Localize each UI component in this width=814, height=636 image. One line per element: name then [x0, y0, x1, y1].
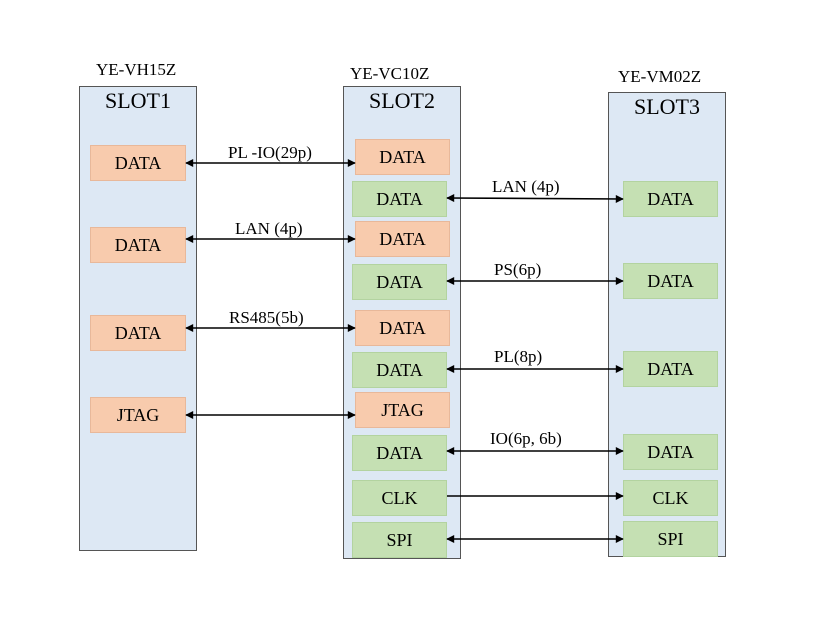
- slot2-port-data-1: DATA: [355, 139, 450, 175]
- slot1-port-data-3: DATA: [90, 315, 186, 351]
- slot2-port-data-5: DATA: [355, 310, 450, 346]
- slot2-port-spi: SPI: [352, 522, 447, 558]
- link-lan-right-label: LAN (4p): [492, 177, 560, 196]
- slot2-port-data-6: DATA: [352, 352, 447, 388]
- slot3-port-spi: SPI: [623, 521, 718, 557]
- slot1-model-label: YE-VH15Z: [96, 60, 177, 79]
- link-lan-right-arrow: [446, 194, 624, 203]
- slot3-model-label: YE-VM02Z: [618, 67, 702, 86]
- link-ps-label: PS(6p): [494, 260, 542, 279]
- link-lan-left-label: LAN (4p): [235, 219, 303, 238]
- slot3-port-data-2: DATA: [623, 263, 718, 299]
- slot3-box: SLOT3: [608, 92, 726, 557]
- link-pl-label: PL(8p): [494, 347, 543, 366]
- slot3-title: SLOT3: [634, 94, 700, 119]
- link-rs485-label: RS485(5b): [229, 308, 304, 327]
- slot3-port-data-4: DATA: [623, 434, 718, 470]
- slot2-port-data-4: DATA: [352, 264, 447, 300]
- slot1-port-data-2: DATA: [90, 227, 186, 263]
- slot3-port-clk: CLK: [623, 480, 718, 516]
- slot3-port-data-3: DATA: [623, 351, 718, 387]
- slot1-port-jtag: JTAG: [90, 397, 186, 433]
- slot2-title: SLOT2: [369, 88, 435, 113]
- slot2-model-label: YE-VC10Z: [350, 64, 430, 83]
- slot2-port-data-3: DATA: [355, 221, 450, 257]
- slot2-port-jtag: JTAG: [355, 392, 450, 428]
- link-io-label: IO(6p, 6b): [490, 429, 562, 448]
- link-pl-io-label: PL -IO(29p): [228, 143, 312, 162]
- slot2-port-data-2: DATA: [352, 181, 447, 217]
- slot1-title: SLOT1: [105, 88, 171, 113]
- slot3-port-data-1: DATA: [623, 181, 718, 217]
- slot2-port-data-7: DATA: [352, 435, 447, 471]
- slot2-port-clk: CLK: [352, 480, 447, 516]
